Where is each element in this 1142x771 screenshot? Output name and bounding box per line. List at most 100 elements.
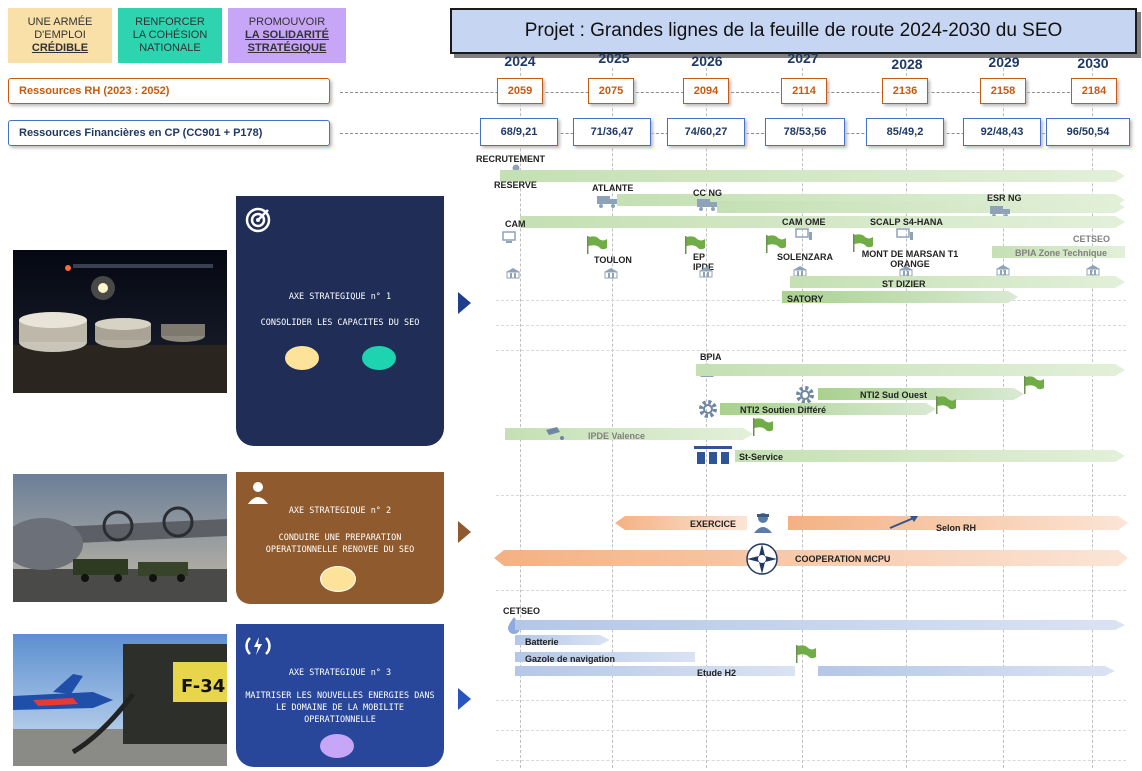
gear-icon	[796, 386, 814, 404]
pillar-indicator-solidarite	[320, 734, 354, 758]
fuel-station-icon	[694, 446, 732, 464]
cc-ng-bar	[717, 201, 1125, 213]
bpia-bar	[696, 364, 1125, 376]
rh-value-2026: 2094	[683, 78, 729, 104]
cam-bar	[520, 216, 1125, 228]
flag-icon	[853, 234, 873, 252]
computer-icon	[896, 228, 913, 240]
axis-3-subtitle: MAITRISER LES NOUVELLES ENERGIES DANS LE…	[245, 691, 435, 725]
pillar-indicator-armee	[320, 566, 356, 592]
axis-1-panel: AXE STRATEGIQUE n° 1 CONSOLIDER LES CAPA…	[236, 196, 444, 446]
scalp-label: SCALP S4-HANA	[870, 217, 943, 227]
axis-1-title: AXE STRATEGIQUE n° 1	[288, 292, 392, 302]
exercice-label: EXERCICE	[690, 519, 737, 529]
truck-icon	[597, 196, 617, 208]
atlante-label: ATLANTE	[592, 183, 634, 193]
building-icon	[899, 266, 913, 277]
axis-1-subtitle: CONSOLIDER LES CAPACITES DU SEO	[260, 318, 420, 328]
building-icon	[793, 266, 807, 277]
year-label: 2027	[787, 50, 819, 66]
cp-value-2028: 85/49,2	[866, 118, 944, 146]
pillar-line: CRÉDIBLE	[31, 42, 89, 54]
row-gridline	[496, 325, 1126, 326]
st-service-label: St-Service	[739, 452, 784, 462]
arrow-up-right-icon	[889, 516, 918, 529]
year-label: 2030	[1077, 55, 1109, 71]
truck-icon	[697, 199, 717, 211]
cp-value-2024: 68/9,21	[480, 118, 558, 146]
st-service-bar	[735, 450, 1125, 462]
year-label: 2024	[504, 53, 536, 69]
reserve-label: RESERVE	[494, 180, 537, 190]
nti2-sud-ouest-label: NTI2 Sud Ouest	[860, 390, 928, 400]
etude-h2-bar-left	[515, 666, 795, 676]
pillar-line: UNE ARMÉE	[27, 16, 93, 28]
bpia-label: BPIA	[700, 352, 722, 362]
rh-value-2029: 2158	[980, 78, 1026, 104]
axis-3-arrow	[458, 688, 471, 710]
row-gridline	[496, 730, 1126, 731]
axis-3-panel: AXE STRATEGIQUE n° 3 MAITRISER LES NOUVE…	[236, 624, 444, 767]
cam-label: CAM	[505, 219, 526, 229]
flag-icon	[766, 235, 786, 253]
ipde-valence-bar	[505, 428, 753, 440]
bpia-zone-bar	[992, 246, 1125, 258]
soldier-icon	[754, 513, 772, 533]
selon-rh-label: Selon RH	[936, 523, 977, 533]
cetseo-top-label: CETSEO	[1073, 234, 1111, 244]
gazole-bar	[515, 652, 695, 662]
etude-h2-bar-right	[818, 666, 1115, 676]
military-aircraft-photo	[13, 474, 227, 602]
st-dizier-bar	[790, 276, 1125, 288]
row-gridline	[496, 760, 1126, 761]
nti2-sud-ouest-bar	[818, 388, 1024, 400]
building-icon	[604, 268, 618, 279]
cooperation-bar	[494, 550, 1128, 566]
year-label: 2025	[598, 50, 630, 66]
toulon-label: TOULON	[594, 255, 632, 265]
cam-ome-label: CAM OME	[782, 217, 826, 227]
year-gridline	[1003, 68, 1004, 768]
year-gridline	[520, 68, 521, 768]
computer-icon	[502, 231, 516, 243]
svg-text:F-34: F-34	[181, 676, 225, 697]
recrutement-bar	[500, 170, 1125, 182]
recrutement-label: RECRUTEMENT	[476, 154, 545, 164]
axis-2-title: AXE STRATEGIQUE n° 2	[288, 506, 392, 516]
cetseo-label: CETSEO	[503, 606, 541, 616]
ipde-valence-label: IPDE Valence	[588, 431, 646, 441]
cp-value-2030: 96/50,54	[1046, 118, 1130, 146]
building-icon	[699, 267, 713, 278]
cetseo-bar	[515, 620, 1125, 630]
satory-bar	[782, 291, 1018, 303]
year-label: 2029	[988, 54, 1020, 70]
building-icon	[1086, 265, 1100, 276]
exercice-bar-left	[615, 516, 747, 530]
person-icon	[248, 482, 268, 504]
year-gridline	[706, 68, 707, 768]
gazole-label: Gazole de navigation	[525, 654, 616, 664]
pillar-indicator-armee	[285, 346, 319, 370]
axis-1-arrow	[458, 292, 471, 314]
year-label: 2026	[691, 53, 723, 69]
pillar-solidarite-strategique: PROMOUVOIR LA SOLIDARITÉ STRATÉGIQUE	[228, 8, 346, 63]
esr-ng-label: ESR NG	[987, 193, 1022, 203]
year-gridline	[802, 68, 803, 768]
cp-resources-label: Ressources Financières en CP (CC901 + P1…	[8, 120, 330, 146]
target-icon	[245, 207, 271, 233]
row-gridline	[496, 495, 1126, 496]
nato-compass-icon	[746, 543, 778, 575]
st-dizier-label: ST DIZIER	[882, 279, 926, 289]
flag-icon	[796, 645, 816, 663]
rh-resources-label: Ressources RH (2023 : 2052)	[8, 78, 330, 104]
pillar-cohesion-nationale: RENFORCER LA COHÉSION NATIONALE	[118, 8, 222, 63]
mont-marsan-label: MONT DE MARSAN T1 ORANGE	[861, 249, 959, 269]
cp-value-2029: 92/48,43	[963, 118, 1041, 146]
bpia-zone-label: BPIA Zone Technique	[1015, 248, 1108, 258]
rh-value-2027: 2114	[781, 78, 827, 104]
axis-2-arrow	[458, 521, 471, 543]
cp-value-2026: 74/60,27	[667, 118, 745, 146]
flag-icon	[587, 236, 607, 254]
pillar-line: NATIONALE	[139, 42, 201, 54]
flag-icon	[685, 236, 705, 254]
